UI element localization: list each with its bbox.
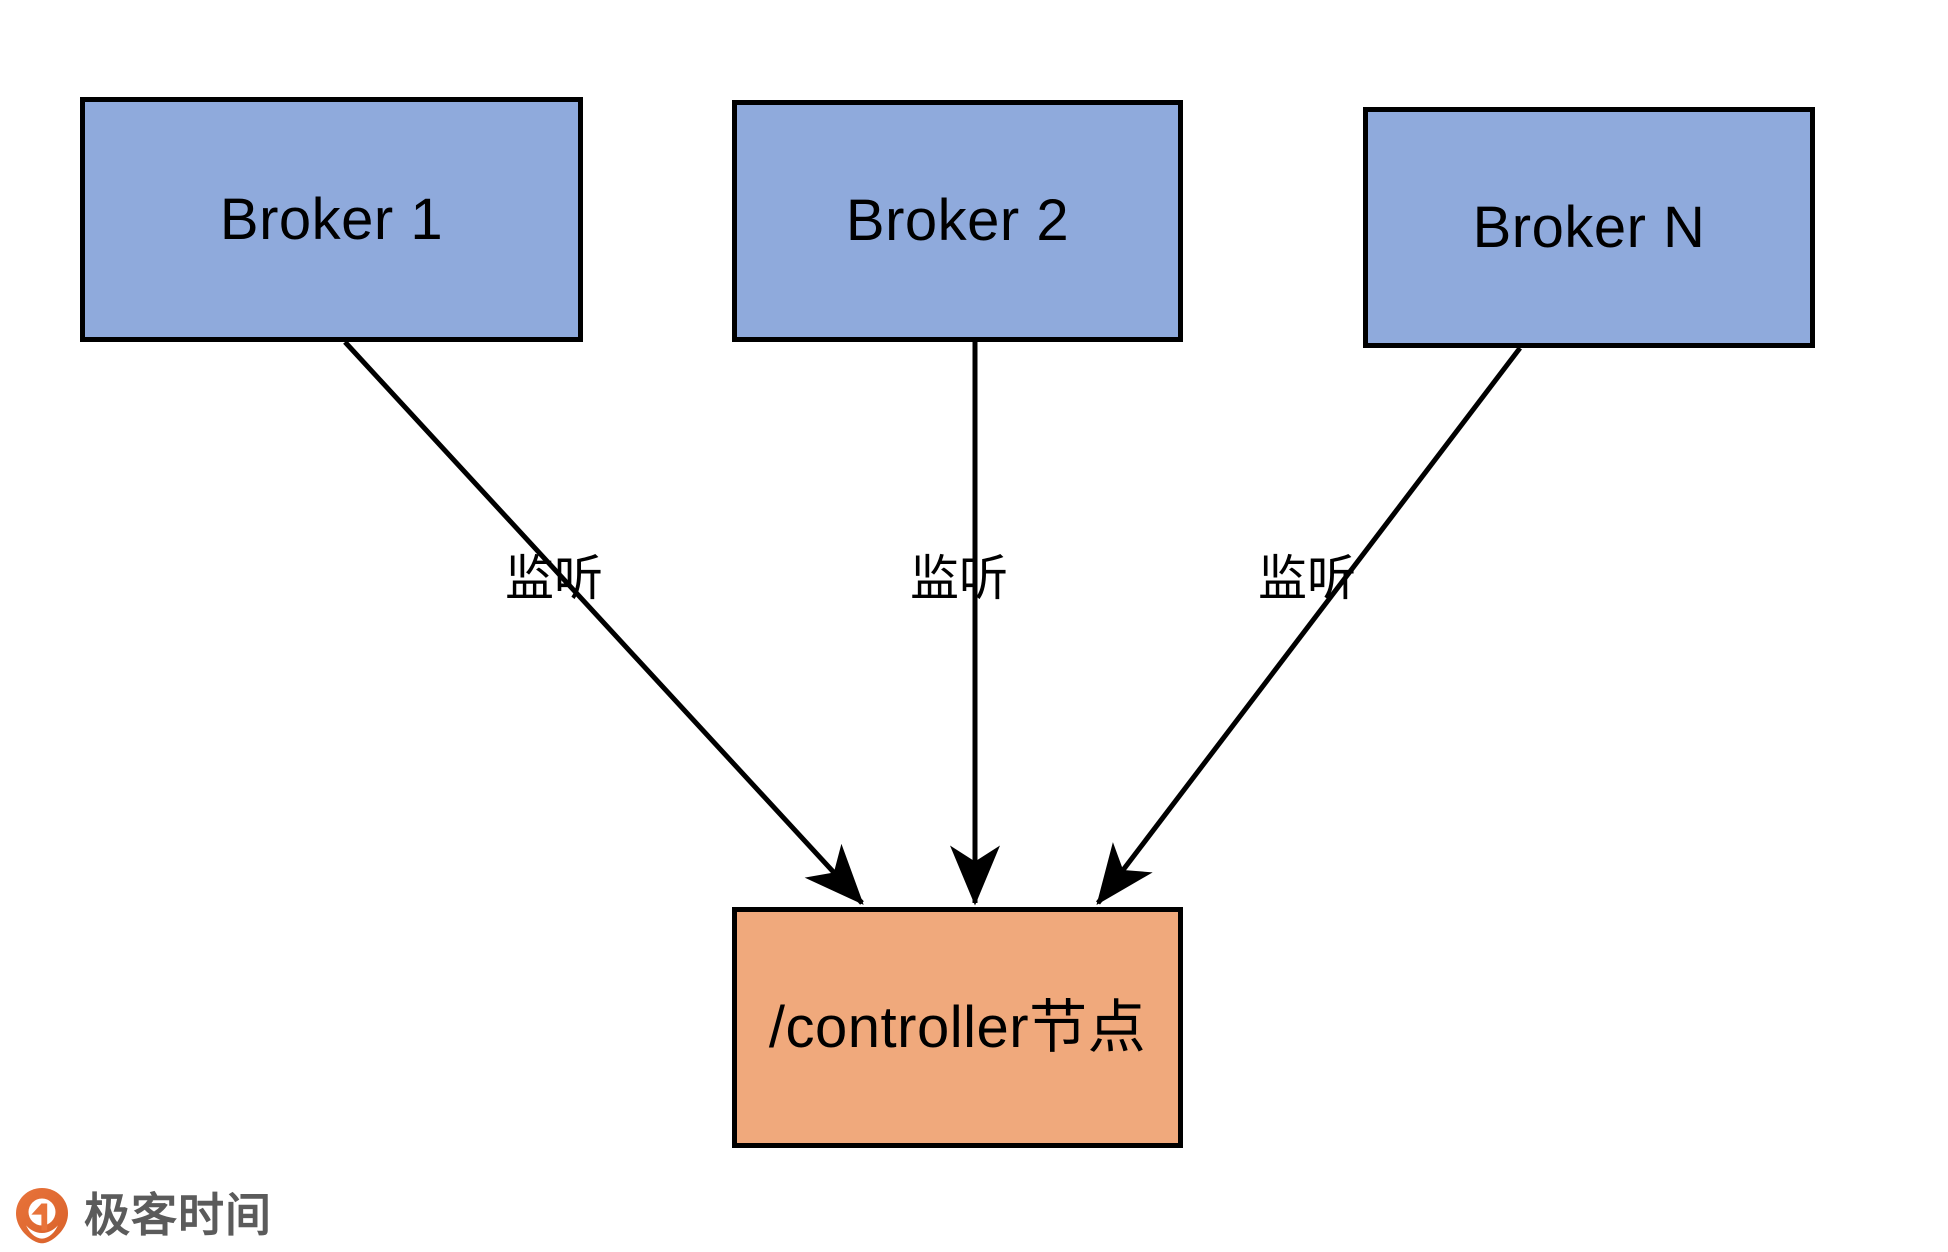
node-broker-2-label: Broker 2 bbox=[845, 188, 1070, 253]
node-broker-1[interactable]: Broker 1 bbox=[80, 97, 583, 342]
node-broker-n[interactable]: Broker N bbox=[1363, 107, 1815, 348]
brand-watermark: 极客时间 bbox=[14, 1186, 272, 1244]
edge-broker1-controller bbox=[343, 340, 864, 905]
node-broker-n-label: Broker N bbox=[1472, 194, 1706, 260]
edge-brokern-controller bbox=[1096, 346, 1522, 905]
node-broker-2[interactable]: Broker 2 bbox=[732, 100, 1183, 342]
edge-label-brokern: 监听 bbox=[1258, 552, 1357, 606]
geektime-logo-icon bbox=[16, 1188, 68, 1244]
node-controller[interactable]: /controller节点 bbox=[732, 907, 1183, 1148]
brand-name: 极客时间 bbox=[84, 1189, 272, 1241]
edge-label-broker2: 监听 bbox=[910, 552, 1009, 606]
node-controller-label: /controller节点 bbox=[768, 994, 1147, 1060]
node-broker-1-label: Broker 1 bbox=[219, 186, 444, 252]
edge-label-broker1: 监听 bbox=[505, 552, 604, 606]
